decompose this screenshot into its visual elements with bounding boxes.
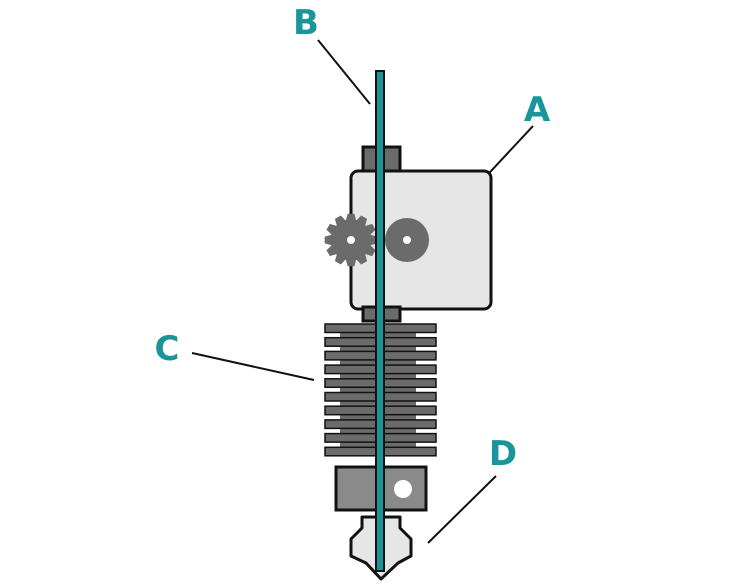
leader-line-d [427,475,497,544]
label-d: D [489,434,517,474]
label-c: C [155,329,180,369]
drive-gear [324,213,378,267]
label-b: B [293,3,319,43]
idler-bearing-hub [403,236,411,244]
leader-line-c [191,352,315,381]
heater-block-hole [394,480,412,498]
leader-line-b [317,39,371,105]
label-a: A [524,90,551,130]
drive-gear-hub [347,236,355,244]
